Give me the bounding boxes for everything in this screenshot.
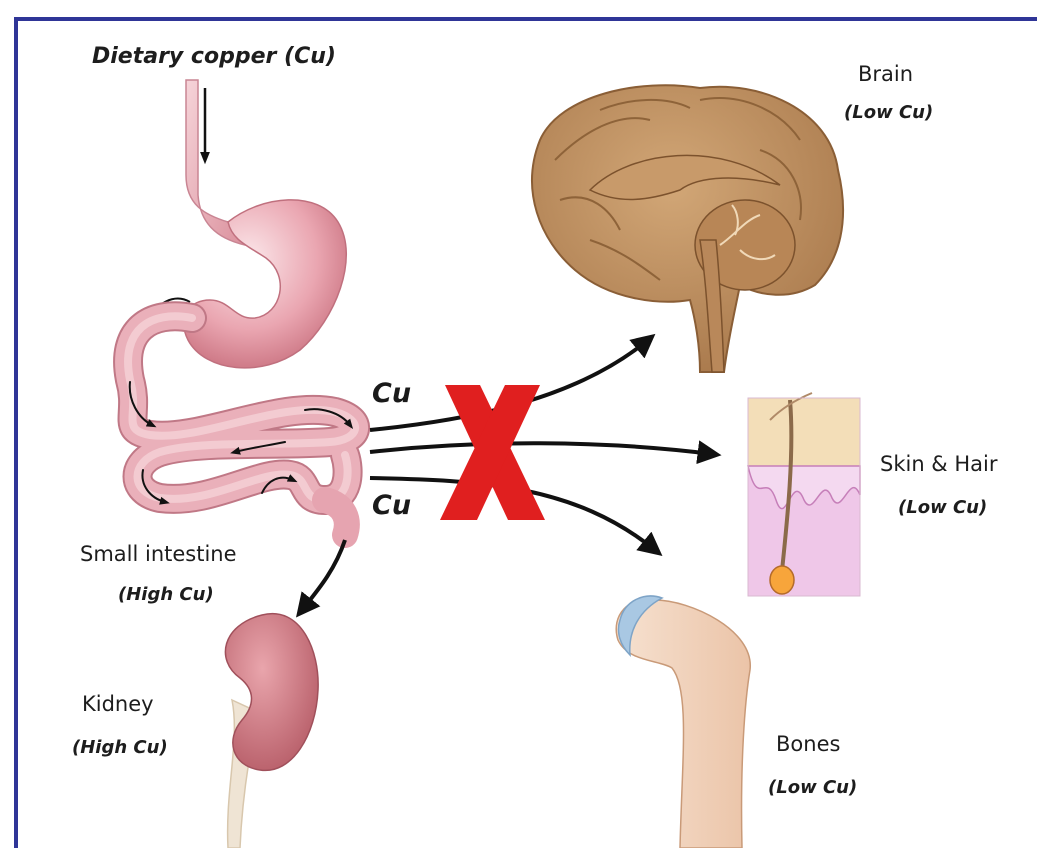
brain-label: Brain xyxy=(858,62,913,86)
kidney-label: Kidney xyxy=(82,692,154,716)
skin-hair-level: (Low Cu) xyxy=(898,497,987,518)
stomach xyxy=(150,200,346,368)
bones-level: (Low Cu) xyxy=(768,777,857,798)
small-intestine-level: (High Cu) xyxy=(118,584,214,605)
arrow-to-kidney xyxy=(302,540,345,610)
kidney-level: (High Cu) xyxy=(72,737,168,758)
small-intestine-label: Small intestine xyxy=(80,542,237,566)
cu-flow-label-lower: Cu xyxy=(372,490,411,521)
skin-hair-label: Skin & Hair xyxy=(880,452,998,476)
arrow-to-skin xyxy=(370,443,712,454)
block-x-icon xyxy=(440,385,545,520)
brain xyxy=(532,85,843,372)
kidney xyxy=(225,614,318,848)
skin-hair-section xyxy=(748,393,860,596)
cu-flow-label-upper: Cu xyxy=(372,378,411,409)
brain-level: (Low Cu) xyxy=(844,102,933,123)
bone xyxy=(616,596,750,848)
bones-label: Bones xyxy=(776,732,840,756)
diagram-title: Dietary copper (Cu) xyxy=(92,44,336,69)
